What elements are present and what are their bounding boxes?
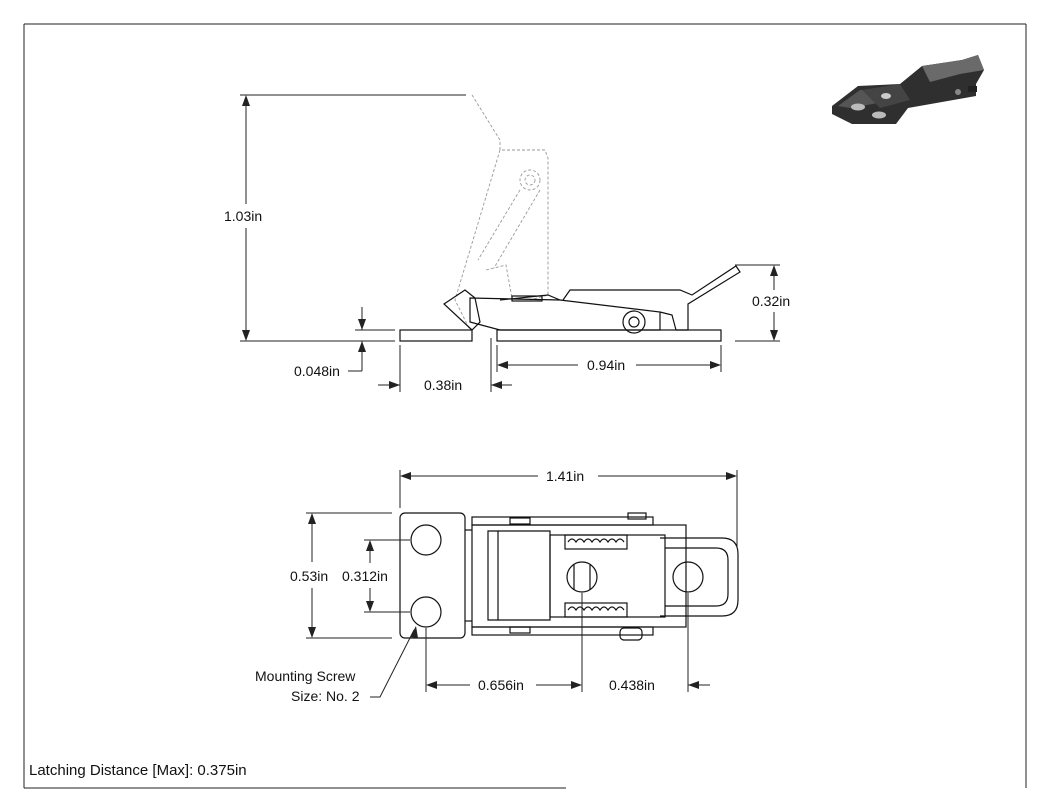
dim-gap: 0.38in	[378, 338, 512, 393]
dim-overall-length: 1.41in	[399, 468, 738, 548]
pivot-inner	[628, 316, 640, 328]
bail-hole	[672, 561, 704, 593]
base-plate-right	[496, 329, 722, 342]
base-plate-left	[399, 329, 473, 342]
pivot-outer	[622, 310, 646, 334]
dim-base-thickness: 0.048in	[294, 307, 395, 379]
mounting-hole-bottom	[410, 596, 442, 628]
dim-overall-length-label: 1.41in	[546, 468, 584, 484]
hook	[443, 289, 481, 331]
lever	[469, 297, 661, 331]
dim-width-label: 0.53in	[290, 568, 328, 584]
dim-latch-length-label: 0.94in	[587, 357, 625, 373]
dim-gap-label: 0.38in	[424, 377, 462, 393]
dim-hole-spacing: 0.312in	[342, 539, 410, 613]
side-view	[399, 94, 741, 342]
dim-hole-to-center-label: 0.656in	[478, 677, 524, 693]
dim-latch-length: 0.94in	[496, 345, 722, 373]
dim-width: 0.53in	[290, 512, 392, 639]
top-base-plate	[399, 512, 466, 639]
dim-center-to-slot: 0.438in	[609, 593, 710, 693]
center-rivet	[566, 561, 598, 593]
dim-center-to-slot-label: 0.438in	[609, 677, 655, 693]
dim-hole-to-center: 0.656in	[425, 593, 583, 693]
mounting-screw-note: Mounting Screw Size: No. 2	[255, 626, 418, 704]
dim-height-closed-label: 0.32in	[752, 293, 790, 309]
dim-height-open: 1.03in	[224, 94, 466, 342]
mounting-screw-line2: Size: No. 2	[291, 688, 360, 704]
isometric-render	[832, 55, 984, 124]
top-view	[399, 512, 739, 641]
top-hook-body	[487, 530, 499, 621]
dim-hole-spacing-label: 0.312in	[342, 568, 388, 584]
open-position-outline	[454, 94, 549, 331]
dim-height-closed: 0.32in	[735, 264, 790, 342]
latching-distance-note: Latching Distance [Max]: 0.375in	[29, 762, 247, 779]
sheet-frame	[23, 23, 1027, 789]
dim-height-open-label: 1.03in	[224, 208, 262, 224]
bail-loop	[660, 537, 739, 617]
dim-base-thickness-label: 0.048in	[294, 363, 340, 379]
housing	[562, 265, 741, 331]
mounting-screw-line1: Mounting Screw	[255, 668, 356, 684]
mounting-hole-top	[410, 524, 442, 556]
